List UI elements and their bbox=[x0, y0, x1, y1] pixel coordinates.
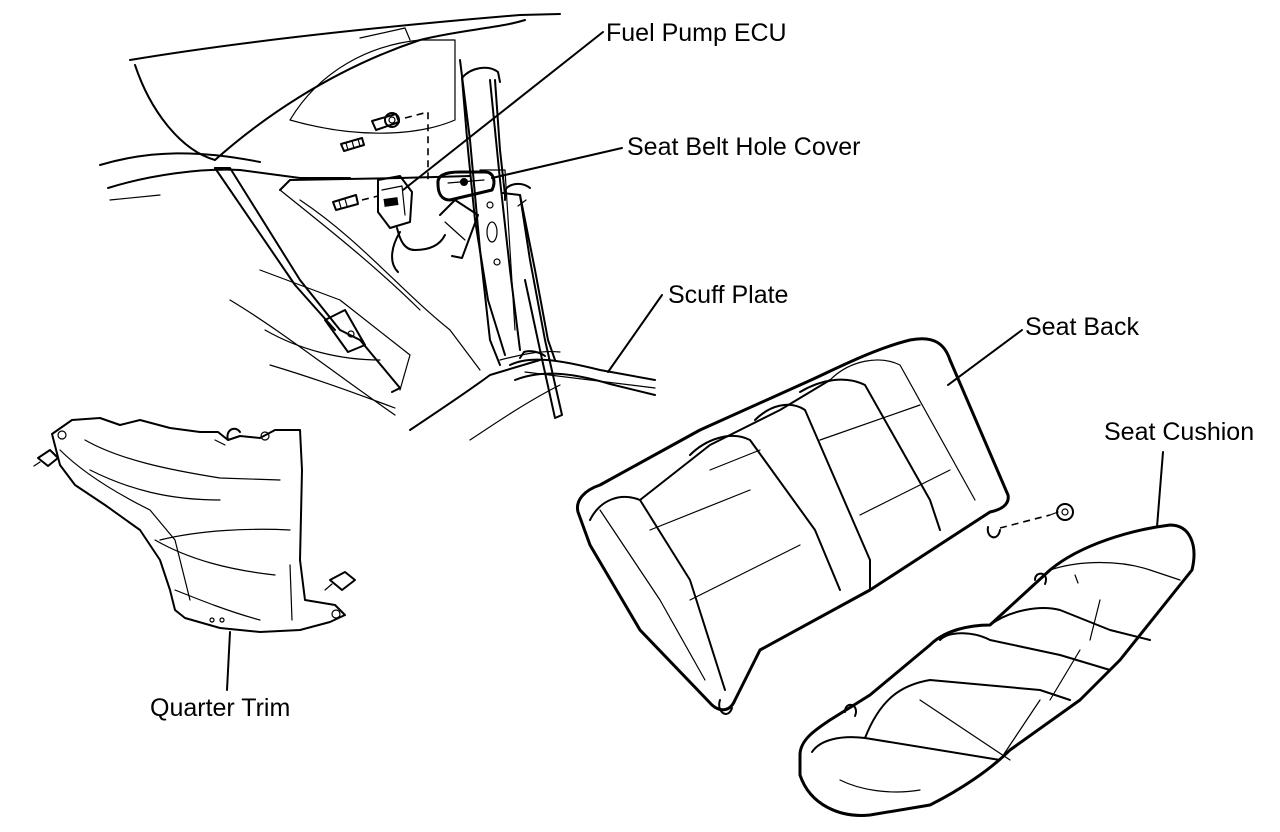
leader-lines bbox=[226, 31, 1164, 691]
trim-clip-icon bbox=[33, 449, 59, 467]
label-fuel-pump-ecu: Fuel Pump ECU bbox=[606, 19, 787, 47]
leader-seat-belt-hole-cover bbox=[491, 147, 623, 179]
label-scuff-plate: Scuff Plate bbox=[668, 281, 788, 309]
quarter-trim-part bbox=[33, 417, 356, 633]
leader-seat-cushion bbox=[1156, 451, 1164, 528]
vehicle-body bbox=[99, 13, 561, 441]
ecu-lower-bolt-icon bbox=[332, 194, 359, 211]
seat-back-part bbox=[575, 337, 1074, 715]
leader-fuel-pump-ecu bbox=[402, 31, 604, 191]
callout-labels: Fuel Pump ECU Seat Belt Hole Cover Scuff… bbox=[150, 19, 1254, 722]
label-seat-belt-hole-cover: Seat Belt Hole Cover bbox=[627, 133, 860, 161]
seat-belt-assembly bbox=[214, 66, 563, 419]
leader-scuff-plate bbox=[607, 294, 663, 373]
label-quarter-trim: Quarter Trim bbox=[150, 694, 290, 722]
seat-back-nut-icon bbox=[1049, 503, 1074, 521]
scuff-plate-part bbox=[509, 350, 656, 396]
label-seat-cushion: Seat Cushion bbox=[1104, 418, 1254, 446]
ecu-screw-icon bbox=[371, 112, 400, 131]
trim-clip-icon-2 bbox=[324, 571, 356, 591]
leader-quarter-trim bbox=[226, 631, 231, 691]
fuel-pump-ecu-part bbox=[332, 110, 446, 273]
leader-seat-back bbox=[947, 329, 1023, 386]
label-seat-back: Seat Back bbox=[1025, 313, 1139, 341]
ecu-bolt-icon bbox=[340, 137, 365, 152]
seat-cushion-part bbox=[798, 523, 1196, 817]
